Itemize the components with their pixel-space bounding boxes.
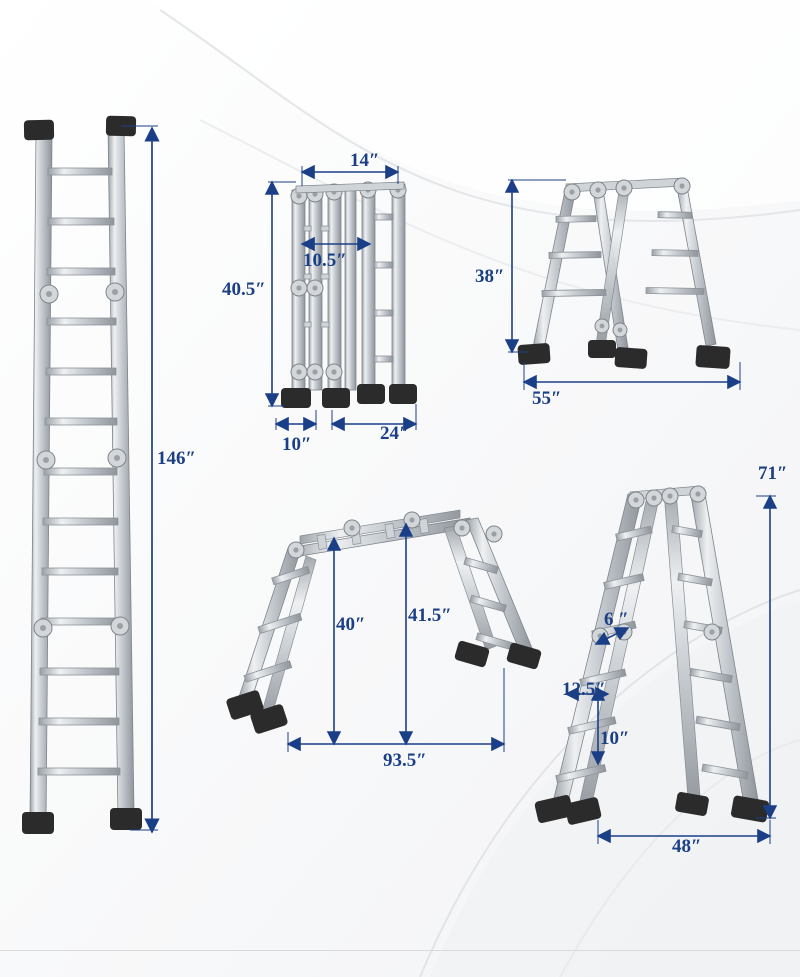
view-scaffold-bridge [226,509,542,752]
bottom-divider [0,950,800,951]
dim-label-overall-height: 71″ [758,463,788,484]
dim-label-base-spread: 48″ [672,836,702,857]
dim-label-step-rise: 10″ [600,728,630,749]
view-step-ladder-a-frame-tall [534,485,778,844]
dim-label-height-extended: 146″ [157,448,196,469]
dim-label-folded-height: 40.5″ [222,279,266,300]
dim-label-inner-width: 10.5″ [303,250,347,271]
dim-label-frame-height: 38″ [475,266,505,287]
dim-label-base-width: 24″ [380,423,410,444]
dim-label-platform-height: 40″ [336,614,366,635]
dim-label-step-depth: 12.5″ [562,679,606,700]
dim-label-frame-spread: 55″ [532,388,562,409]
view-step-ladder-a-frame-short [504,177,742,390]
dim-label-rail-height: 41.5″ [408,605,452,626]
view-folded-compact [264,164,418,432]
dim-label-rung-spacing: 6 ″ [604,609,629,630]
dim-label-foot-depth: 10″ [282,434,312,455]
dim-label-span-length: 93.5″ [383,750,427,771]
view-extended-straight-ladder [22,115,160,834]
dim-label-top-width: 14″ [350,150,380,171]
